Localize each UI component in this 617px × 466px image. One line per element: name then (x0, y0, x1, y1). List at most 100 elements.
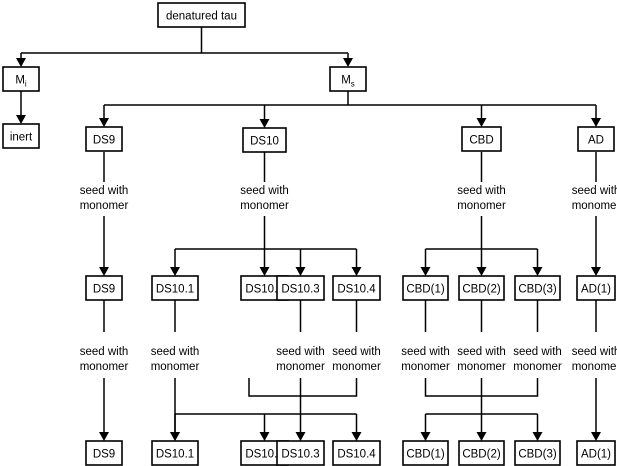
arrowhead (259, 119, 270, 128)
label-line-1: seed with (513, 346, 562, 358)
seed-with-monomer-label: seed with monomer (513, 346, 562, 373)
node-label: AD (588, 135, 604, 147)
arrowhead (351, 267, 362, 276)
seed-with-monomer-label: seed with monomer (276, 346, 325, 373)
node-label: CBD (469, 135, 493, 147)
arrowhead (351, 432, 362, 441)
seed-with-monomer-labels: seed with monomer seed with monomer seed wit… (80, 185, 617, 373)
arrowhead (591, 118, 601, 127)
node-cbd2-gen2: CBD(2) (458, 275, 505, 301)
label-line-2: monomer (240, 200, 289, 212)
seed-with-monomer-label: seed with monomer (151, 346, 200, 373)
node-cbd2-gen3: CBD(2) (458, 440, 505, 466)
arrowhead (16, 115, 26, 124)
node-label: inert (10, 132, 33, 144)
label-line-2: monomer (80, 361, 129, 373)
node-label: CBD(2) (462, 449, 501, 461)
label-line-1: seed with (457, 346, 506, 358)
seed-with-monomer-label: seed with monomer (240, 185, 289, 212)
arrowhead (170, 432, 180, 441)
node-label: DS10.1 (156, 284, 194, 296)
node-label: denatured tau (166, 11, 237, 23)
seed-with-monomer-label: seed with monomer (80, 346, 129, 373)
arrowhead (476, 432, 487, 441)
node-inert: inert (2, 123, 40, 149)
node-ds9-gen1: DS9 (85, 126, 123, 152)
node-denatured-tau: denatured tau (157, 2, 246, 28)
label-line-1: seed with (80, 346, 129, 358)
seed-with-monomer-label: seed with monomer (332, 346, 381, 373)
node-label: DS9 (93, 449, 115, 461)
node-cbd3-gen3: CBD(3) (514, 440, 561, 466)
arrowhead (295, 432, 306, 441)
arrowhead (420, 432, 431, 441)
label-line-1: seed with (80, 185, 129, 197)
node-label: DS10.4 (337, 449, 376, 461)
label-line-2: monomer (276, 361, 325, 373)
connector-line (248, 378, 358, 397)
node-label: CBD(3) (518, 284, 557, 296)
arrowhead (591, 432, 601, 441)
node-label: CBD(1) (406, 284, 445, 296)
arrowhead (16, 58, 26, 67)
node-ds10-4-gen2: DS10.4 (332, 275, 381, 301)
node-label: DS10.3 (281, 449, 319, 461)
label-line-2: monomer (513, 361, 562, 373)
seed-with-monomer-label: seed with monomer (457, 185, 506, 212)
node-label: CBD(3) (518, 449, 557, 461)
arrowhead (170, 267, 180, 276)
node-label: CBD(1) (406, 449, 445, 461)
label-line-2: monomer (572, 200, 617, 212)
label-line-2: monomer (457, 200, 506, 212)
arrowhead (476, 118, 487, 127)
node-ds9-gen2: DS9 (85, 275, 123, 301)
node-label: DS10.2 (245, 449, 283, 461)
node-ad1-gen3: AD(1) (576, 440, 616, 466)
arrowhead (259, 267, 270, 276)
node-label: AD(1) (581, 449, 611, 461)
label-line-2: monomer (80, 200, 129, 212)
arrowhead (295, 267, 306, 276)
label-line-1: seed with (572, 346, 617, 358)
node-ds10-3-gen3: DS10.3 (276, 440, 325, 466)
node-cbd3-gen2: CBD(3) (514, 275, 561, 301)
arrowhead (420, 267, 431, 276)
node-ds10-gen1: DS10 (242, 127, 287, 153)
node-mi: Mi (2, 66, 40, 92)
node-cbd-gen1: CBD (461, 126, 502, 152)
label-line-2: monomer (151, 361, 200, 373)
label-line-1: seed with (240, 185, 289, 197)
node-label: AD(1) (581, 284, 611, 296)
node-label: DS10 (250, 136, 279, 148)
seed-with-monomer-label: seed with monomer (80, 185, 129, 212)
node-ds10-4-gen3: DS10.4 (332, 440, 381, 466)
label-line-1: seed with (457, 185, 506, 197)
label-line-1: seed with (276, 346, 325, 358)
node-label: DS9 (93, 284, 115, 296)
arrowhead (343, 58, 353, 67)
arrowhead (591, 267, 601, 276)
arrowhead (532, 432, 543, 441)
arrowhead (532, 267, 543, 276)
node-ds10-3-gen2: DS10.3 (276, 275, 325, 301)
node-label: DS10.1 (156, 449, 194, 461)
label-line-1: seed with (151, 346, 200, 358)
node-label: Ms (341, 75, 355, 89)
arrowhead (476, 267, 487, 276)
node-cbd1-gen2: CBD(1) (402, 275, 449, 301)
node-ds10-1-gen3: DS10.1 (151, 440, 199, 466)
node-label: CBD(2) (462, 284, 501, 296)
arrowhead (259, 432, 270, 441)
label-line-2: monomer (401, 361, 450, 373)
label-line-1: seed with (332, 346, 381, 358)
connector-lines (20, 27, 597, 433)
node-ds10-1-gen2: DS10.1 (151, 275, 199, 301)
label-line-2: monomer (332, 361, 381, 373)
arrowheads (16, 58, 601, 441)
arrowhead (99, 118, 109, 127)
